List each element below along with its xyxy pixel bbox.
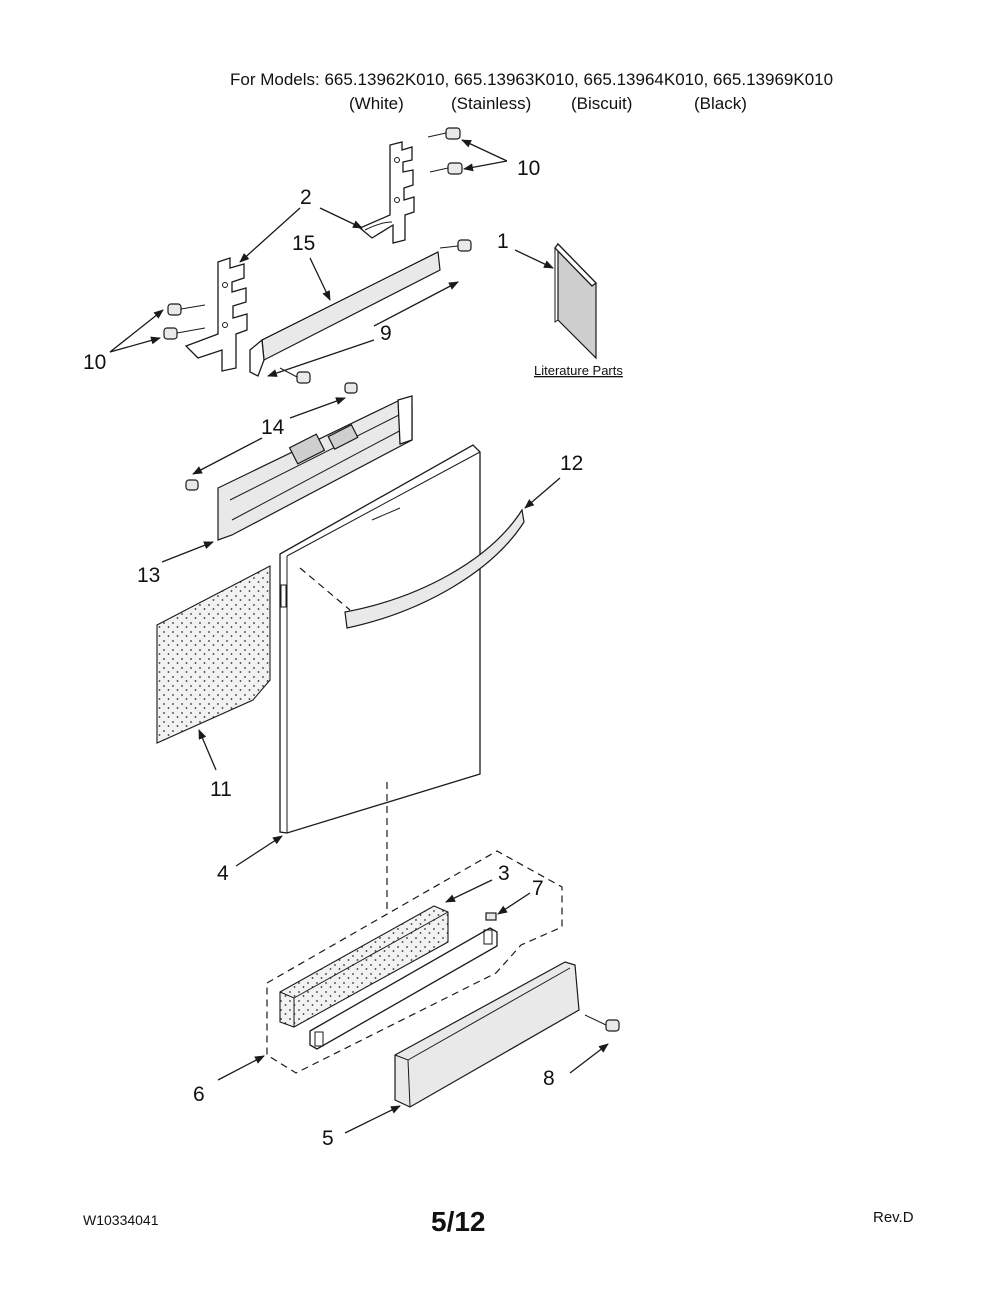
callout-12: 12 [560,452,583,475]
vent-channel [249,251,441,377]
callout-15: 15 [292,232,315,255]
models-line: For Models: 665.13962K010, 665.13963K010… [230,70,834,89]
color-stainless: (Stainless) [451,94,532,113]
document-number: W10334041 [83,1212,159,1228]
callout-11: 11 [210,778,232,801]
callout-1: 1 [497,230,509,253]
color-biscuit: (Biscuit) [571,94,633,113]
callout-4: 4 [217,862,229,885]
callout-7: 7 [532,877,544,900]
callout-8: 8 [543,1067,555,1090]
hinge-screws [163,127,472,384]
toe-panel [394,961,620,1108]
callout-10-top: 10 [517,157,540,180]
callout-2: 2 [300,186,312,209]
page-number: 5/12 [431,1206,486,1237]
callout-13: 13 [137,564,160,587]
kit-boundary [266,850,563,1074]
color-black: (Black) [694,94,747,113]
hinge-bracket-right [358,141,415,244]
callout-6: 6 [193,1083,205,1106]
callout-9: 9 [380,322,392,345]
leader-lines [109,139,609,1134]
literature-parts-label: Literature Parts [534,363,623,378]
insulation-blanket [156,565,271,744]
latch-assembly [185,382,413,541]
callout-14: 14 [261,416,285,439]
door-handle [299,508,525,629]
hinge-bracket-left [184,257,248,372]
gasket-strip [309,912,498,1050]
callout-3: 3 [498,862,510,885]
revision: Rev.D [873,1209,914,1226]
callout-5: 5 [322,1127,334,1150]
insulation-strip [279,905,449,1028]
color-white: (White) [349,94,404,113]
literature-parts-booklet [554,242,597,360]
door-panel [279,444,481,834]
callout-10-left: 10 [83,351,106,374]
